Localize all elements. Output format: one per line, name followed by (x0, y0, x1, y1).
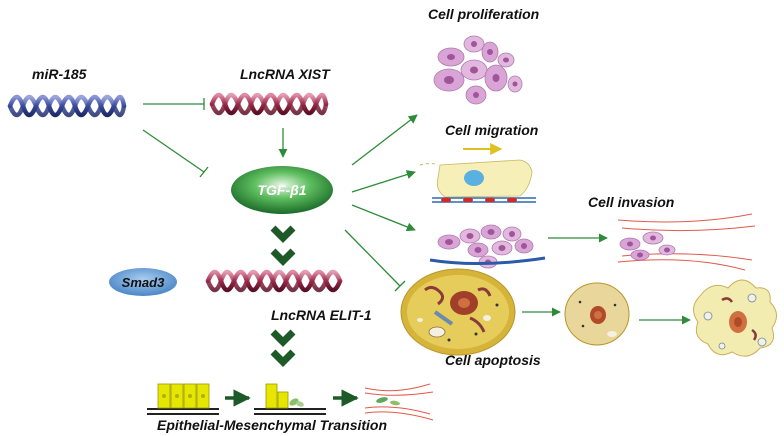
inhibit-mir-to-tgf (142, 129, 209, 178)
inhibit-mir-to-xist (143, 98, 205, 110)
migrating-cell (419, 159, 536, 203)
xist-helix-strand-2 (209, 92, 329, 116)
migration-label: Cell migration (445, 122, 538, 138)
emt-transitioning-cells (254, 383, 326, 415)
apoptotic-bodies (693, 279, 777, 357)
elit1-helix-strand-2 (205, 269, 343, 293)
proliferating-cells (433, 35, 523, 105)
tgfb1-label: TGF-β1 (257, 182, 306, 198)
xist-label: LncRNA XIST (240, 66, 331, 82)
inhibit-tgf-to-apoptosis (344, 229, 406, 292)
xist-helix (209, 92, 329, 116)
smad3-node (109, 268, 177, 296)
apoptosis-cell-large (400, 268, 516, 356)
apoptosis-label: Cell apoptosis (445, 352, 541, 368)
invasion-label: Cell invasion (588, 194, 674, 210)
proliferation-label: Cell proliferation (428, 6, 539, 22)
mir185-label: miR-185 (32, 66, 87, 82)
mir185-helix (7, 94, 127, 118)
invaded-cells (617, 213, 756, 271)
tgfb1-node (231, 166, 333, 214)
emt-mesenchymal-cells (364, 383, 434, 421)
chevron-down-icon (270, 329, 296, 367)
chevron-down-icon (270, 225, 296, 266)
apoptosis-cell-shrunk (564, 282, 630, 346)
invading-cells-group (429, 224, 546, 269)
emt-epithelial-cells (147, 383, 219, 415)
smad3-label: Smad3 (122, 275, 165, 290)
tgf-outcome-arrows (351, 114, 418, 232)
emt-label: Epithelial-Mesenchymal Transition (157, 417, 387, 433)
mir185-helix-strand-2 (7, 94, 127, 118)
elit1-label: LncRNA ELIT-1 (271, 307, 372, 323)
